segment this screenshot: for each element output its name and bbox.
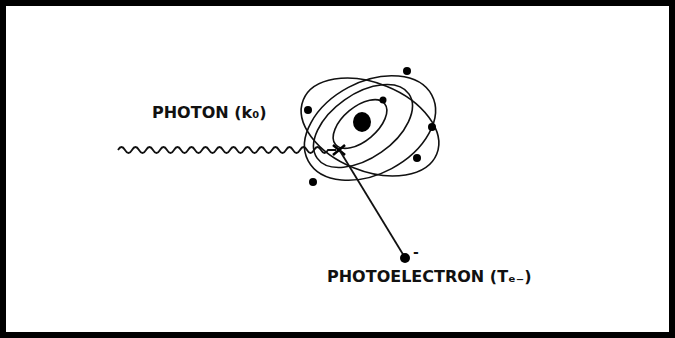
charge-sign: -	[411, 244, 421, 260]
electron-orbits	[287, 55, 454, 202]
electrons	[304, 67, 436, 186]
electron-dot	[428, 123, 436, 131]
nucleus	[353, 112, 371, 132]
electron-dot	[309, 178, 317, 186]
outer-orbit	[287, 59, 453, 195]
photon-label: PHOTON (k₀)	[150, 104, 268, 122]
electron-dot	[403, 67, 411, 75]
middle-orbit	[299, 68, 427, 185]
electron-dot	[413, 154, 421, 162]
photoelectron-dot	[400, 253, 410, 263]
photoelectron-label: PHOTOELECTRON (Tₑ₋)	[325, 268, 533, 286]
electron-dot	[380, 97, 387, 104]
photoelectron-track	[340, 151, 404, 256]
outer-orbit	[287, 55, 454, 202]
electron-dot	[304, 106, 312, 114]
photon-wave	[118, 147, 336, 153]
ejection-point	[333, 145, 345, 155]
inner-orbit	[325, 90, 396, 157]
frame-border	[3, 3, 672, 335]
